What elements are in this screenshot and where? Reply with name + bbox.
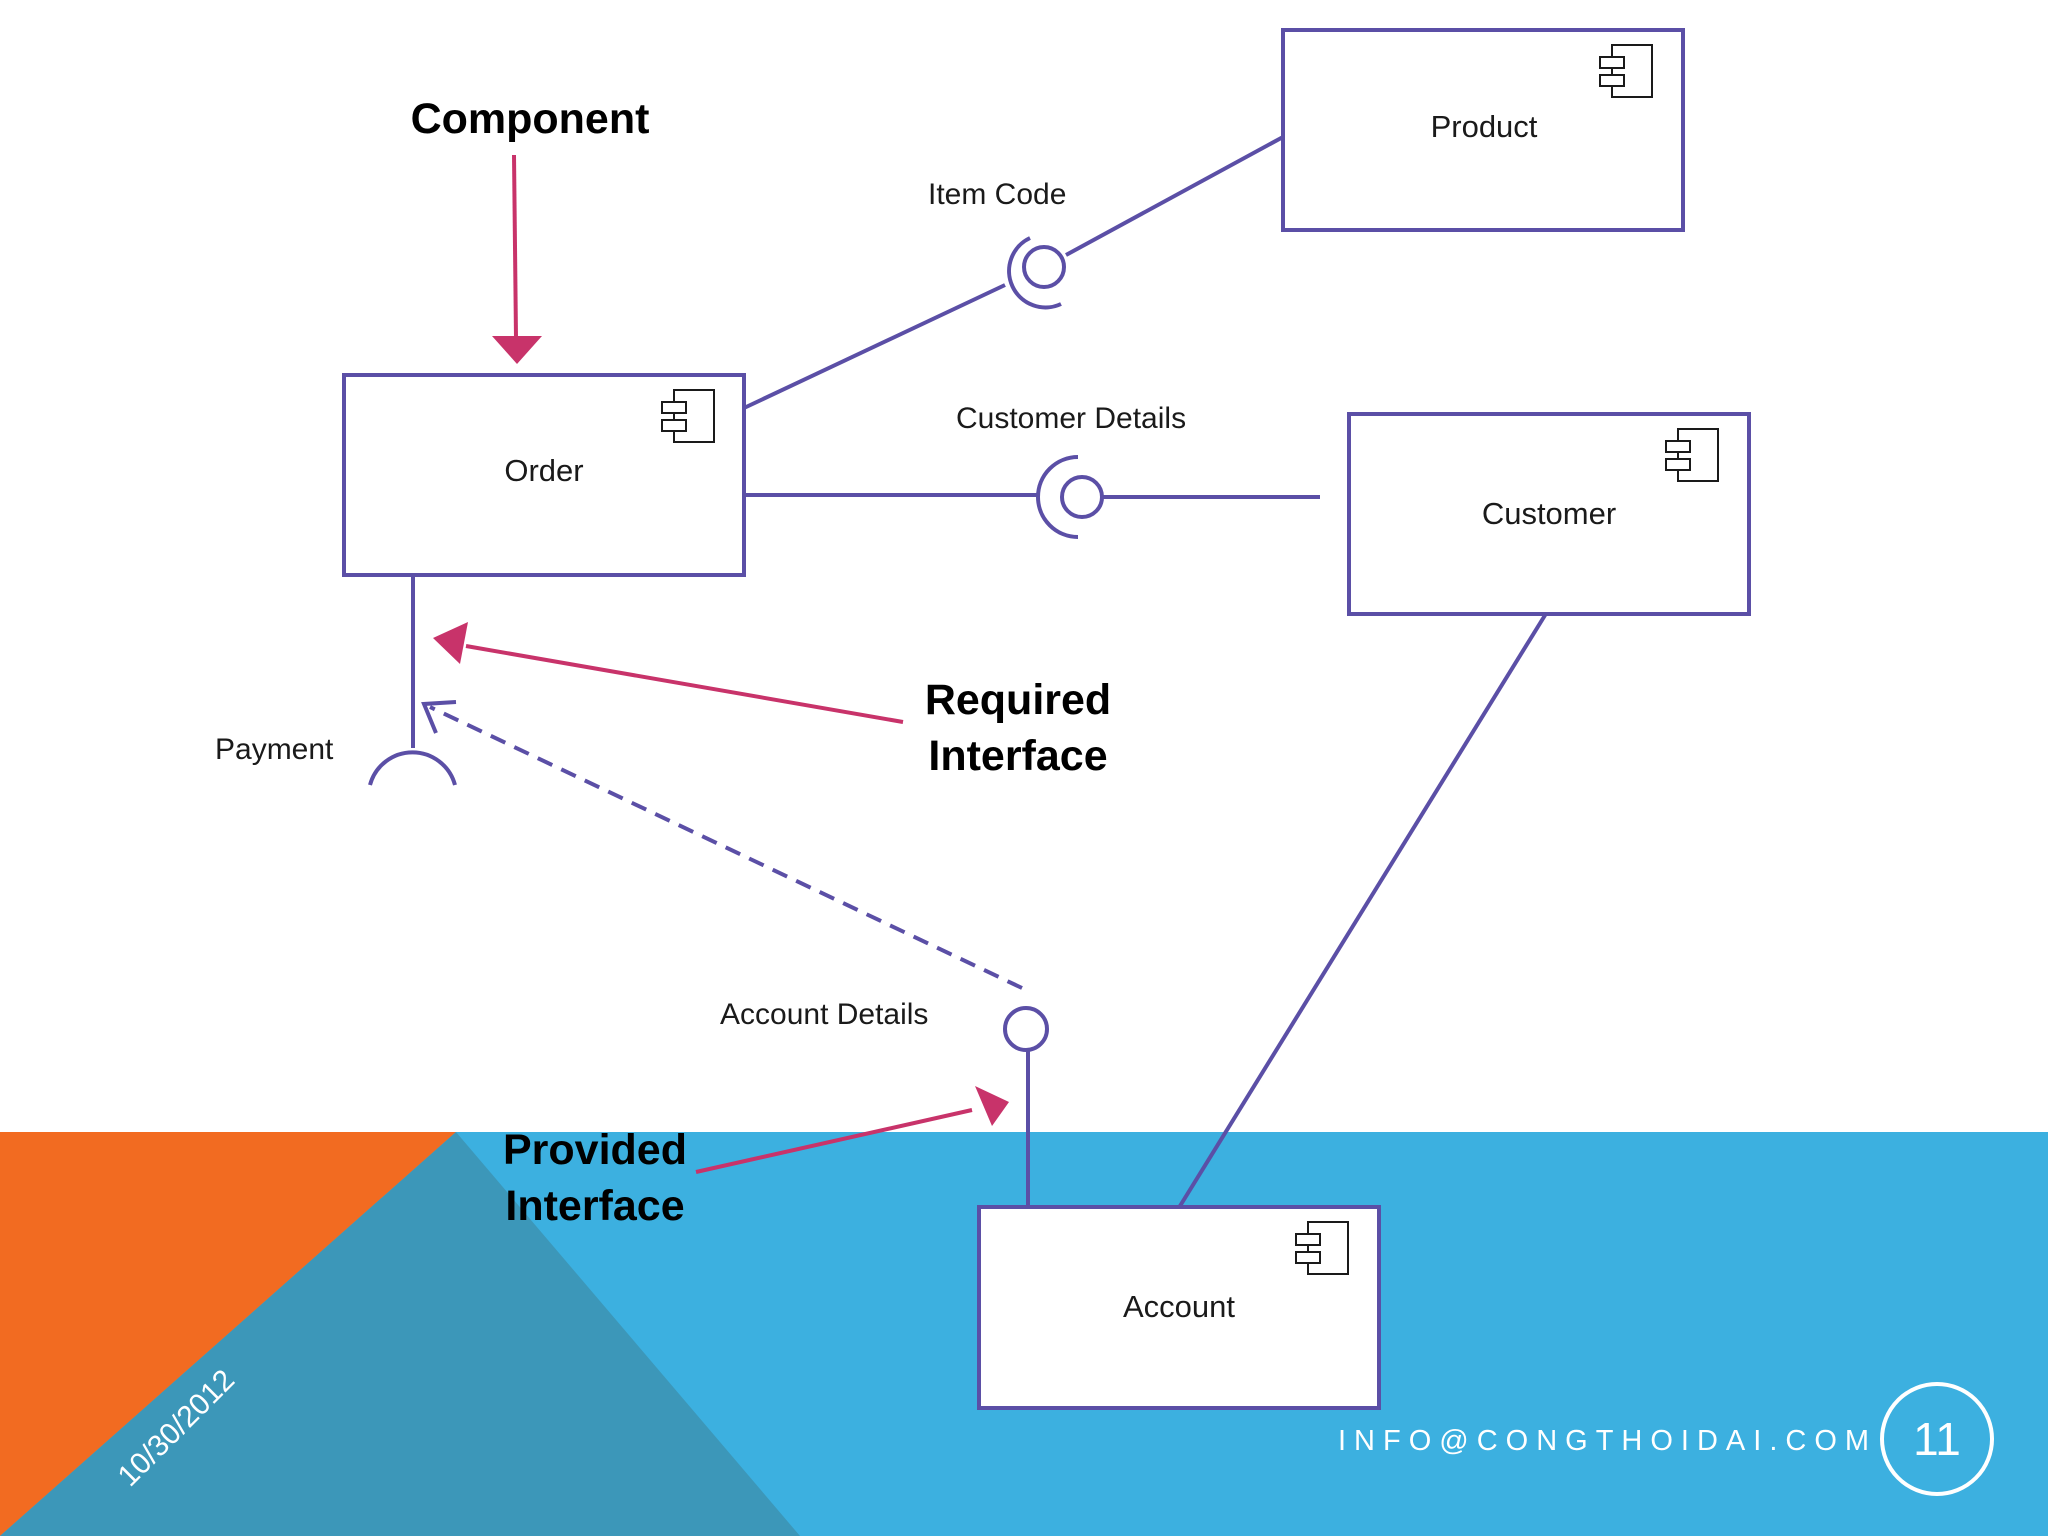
payment-socket-icon [368,750,457,786]
account-label: Account [1123,1289,1235,1324]
component-arrow-shaft [512,154,518,339]
provided-callout-line2: Interface [505,1182,684,1230]
provided-arrowhead [975,1086,1009,1126]
footer-background [0,1132,2048,1536]
account-component[interactable]: Account [977,1205,1381,1410]
item-code-to-product-line [1065,135,1284,257]
account-details-label: Account Details [720,998,928,1031]
account-details-lollipop-icon [1003,1006,1049,1052]
page-number: 11 [1913,1413,1961,1465]
connectors [411,135,1549,1208]
customer-details-socket-icon [1036,455,1079,539]
product-label: Product [1431,109,1538,144]
dependency-dashed-line [429,705,1023,990]
component-arrowhead [492,336,542,364]
item-code-socket-icon [1007,236,1062,310]
page-number-badge [1880,1382,1994,1496]
customer-to-account-line [1178,610,1549,1208]
dependency-arrowhead [421,700,457,734]
required-arrowhead [433,622,468,664]
customer-details-label: Customer Details [956,402,1186,435]
item-code-lollipop-icon [1022,245,1066,289]
item-code-label: Item Code [928,178,1066,211]
customer-component[interactable]: Customer [1347,412,1751,616]
component-callout: Component [411,95,650,143]
order-component[interactable]: Order [342,373,746,577]
customer-details-lollipop-icon [1060,475,1104,519]
callout-arrows [433,154,1009,1174]
required-arrow-shaft [465,644,904,724]
interface-symbols [368,236,1104,1052]
footer-teal-triangle [0,1132,800,1536]
product-component[interactable]: Product [1281,28,1685,232]
required-callout-line2: Interface [928,732,1107,780]
provided-arrow-shaft [695,1108,973,1174]
required-callout-line1: Required [925,676,1111,724]
customer-label: Customer [1482,496,1616,531]
footer-email: INFO@CONGTHOIDAI.COM [1338,1425,1877,1457]
order-to-item-code-line [743,283,1006,410]
payment-label: Payment [215,733,334,766]
order-label: Order [504,453,583,488]
provided-callout-line1: Provided [503,1126,687,1174]
